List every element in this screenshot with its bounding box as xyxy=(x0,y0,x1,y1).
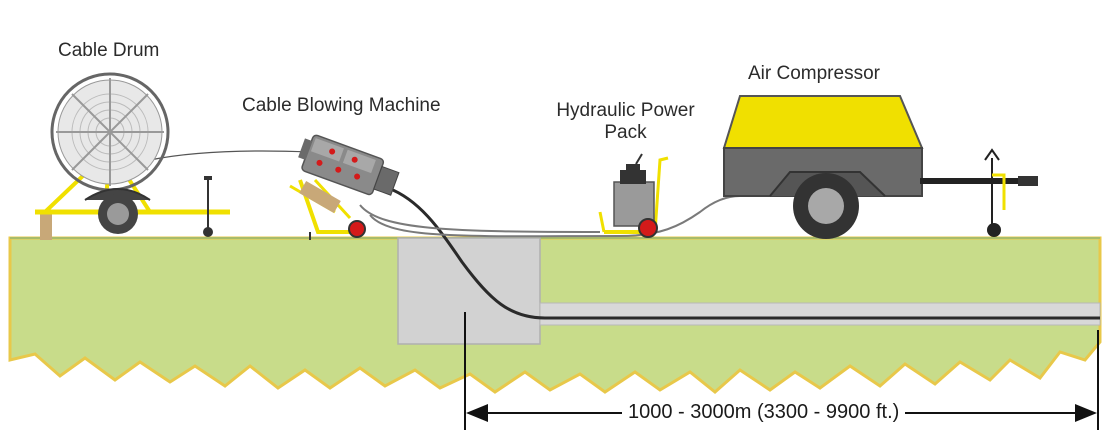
hydraulic-hose xyxy=(359,204,601,233)
cable-drum-icon xyxy=(35,72,230,240)
label-hydraulic-power-pack-line1: Hydraulic Power xyxy=(556,100,695,121)
label-air-compressor: Air Compressor xyxy=(748,63,880,84)
cable xyxy=(387,186,1100,320)
cable-blowing-machine-icon xyxy=(289,134,400,240)
hydraulic-power-pack-icon xyxy=(598,153,669,238)
label-cable-drum: Cable Drum xyxy=(58,40,160,61)
arrow-right-icon xyxy=(1075,404,1097,422)
label-cable-blowing-machine: Cable Blowing Machine xyxy=(242,95,441,116)
duct xyxy=(539,302,1101,326)
label-hydraulic-power-pack-line2: Pack xyxy=(604,122,647,143)
air-hose xyxy=(369,195,741,238)
cable-feed xyxy=(149,150,311,161)
air-compressor-icon xyxy=(722,95,1038,239)
distance-label: 1000 - 3000m (3300 - 9900 ft.) xyxy=(622,401,906,424)
label-hydraulic-power-pack: Hydraulic Power Pack xyxy=(538,100,713,144)
arrow-left-icon xyxy=(466,404,488,422)
access-pit xyxy=(397,237,541,345)
